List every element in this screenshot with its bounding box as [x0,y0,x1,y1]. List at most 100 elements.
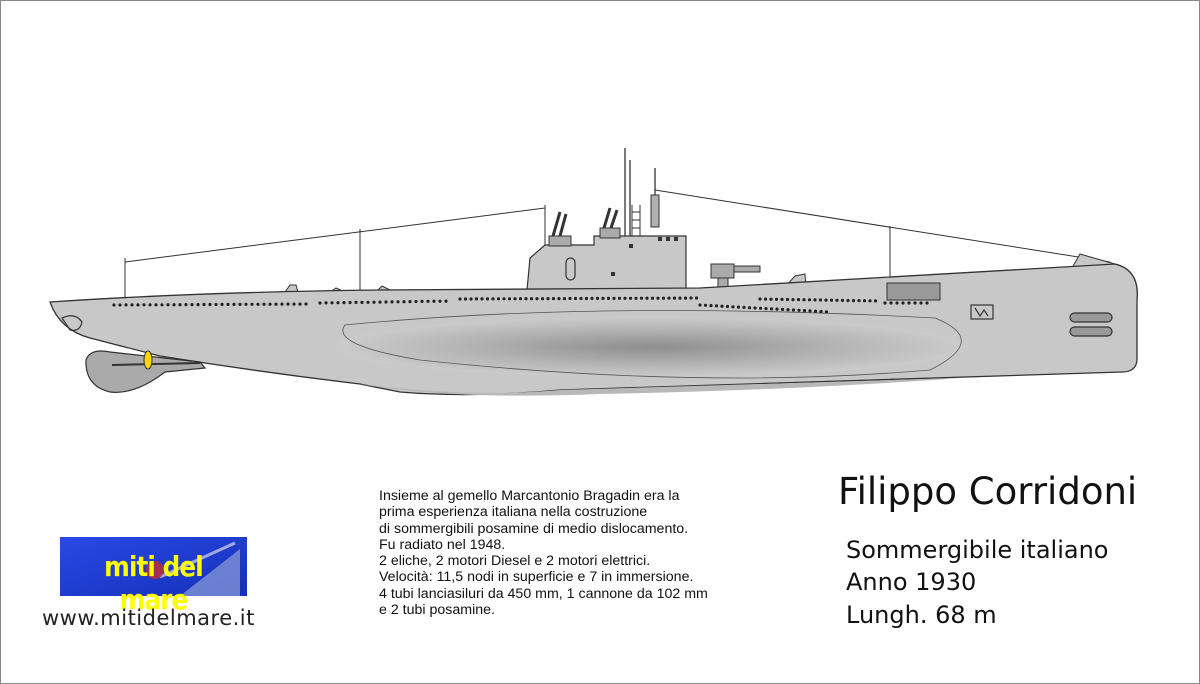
tower-windows [611,237,678,276]
limber-hole [546,297,550,301]
limber-hole [813,309,818,313]
hatch-stern [886,282,941,301]
ship-year: Anno 1930 [846,568,977,596]
limber-hole [617,296,622,300]
description-line: Fu radiato nel 1948. [379,536,506,553]
limber-hole [683,296,688,300]
limber-hole [791,298,795,302]
limber-hole [518,297,523,301]
limber-hole [384,300,388,304]
limber-hole [645,296,649,300]
limber-hole [480,297,484,301]
limber-hole [202,302,206,307]
limber-hole [360,300,364,304]
limber-hole [184,303,188,307]
limber-hole [496,297,501,301]
description-line: 2 eliche, 2 motori Diesel e 2 motori ele… [379,553,651,570]
limber-hole [154,303,158,307]
limber-hole [851,299,856,303]
description-line: di sommergibili posamine di medio disloc… [379,520,689,537]
limber-hole [786,308,790,312]
limber-hole [535,297,539,301]
limber-hole [802,298,806,302]
limber-hole [813,298,817,302]
limber-hole [791,308,796,312]
limber-hole [678,296,682,300]
limber-hole [725,304,730,309]
limber-hole [540,297,545,301]
description-block: Insieme al gemello Marcantonio Bragadin … [379,488,708,618]
submarine-illustration [49,148,1138,396]
description-line: Velocità: 11,5 nodi in superficie e 7 in… [379,569,694,586]
ship-length: Lungh. 68 m [846,601,997,629]
limber-hole [551,297,556,301]
limber-hole [579,296,583,301]
limber-hole [747,306,752,310]
deck-gun [710,263,761,288]
limber-hole [797,308,801,312]
ship-type: Sommergibile italiano [846,536,1109,564]
limber-hole [736,305,741,309]
limber-hole [232,302,236,306]
limber-hole [292,302,296,306]
limber-hole [208,302,212,307]
limber-hole [709,304,713,308]
limber-hole [196,303,200,307]
limber-hole [432,299,436,303]
limber-hole [720,304,724,308]
limber-hole [342,301,346,305]
limber-hole [656,296,660,300]
limber-hole [584,296,589,301]
limber-hole [907,301,911,305]
limber-hole [568,296,572,301]
limber-hole [142,303,146,307]
limber-hole [256,302,260,306]
logo-background [60,537,247,596]
limber-hole [913,301,917,305]
limber-hole [873,299,878,303]
propeller [143,350,153,370]
limber-hole [623,296,627,300]
limber-hole [689,296,693,300]
bulge-outline [342,310,962,379]
limber-hole [889,301,893,305]
limber-hole [780,307,785,311]
limber-hole [628,296,633,300]
limber-hole [444,299,448,303]
periscope [650,194,660,228]
limber-hole [919,301,923,305]
limber-hole [764,307,768,311]
aa-guns [548,207,621,247]
limber-hole [703,303,708,307]
limber-hole [474,297,479,301]
hull-bulge [335,317,965,377]
limber-holes [112,296,929,314]
limber-hole [513,297,517,301]
limber-hole [190,303,194,307]
limber-hole [463,297,468,301]
limber-hole [214,302,218,307]
limber-hole [862,299,867,303]
limber-hole [378,300,382,304]
limber-hole [118,303,122,307]
limber-hole [650,296,655,300]
description-line: prima esperienza italiana nella costruzi… [379,504,648,521]
description-line: e 2 tubi posamine. [379,602,495,619]
limber-hole [491,297,495,301]
limber-hole [573,296,578,301]
bow-nose [61,315,83,331]
limber-hole [529,297,534,301]
limber-hole [148,303,152,307]
limber-hole [354,300,358,304]
limber-hole [606,296,611,300]
limber-hole [402,300,406,304]
limber-hole [824,310,829,314]
limber-hole [883,301,887,305]
limber-hole [220,302,224,306]
logo[interactable]: miti del mare [60,537,247,616]
limber-hole [925,301,929,305]
limber-hole [304,302,308,306]
limber-hole [769,297,773,301]
limber-hole [774,297,779,301]
website-link[interactable]: www.mitidelmare.it [42,606,255,630]
